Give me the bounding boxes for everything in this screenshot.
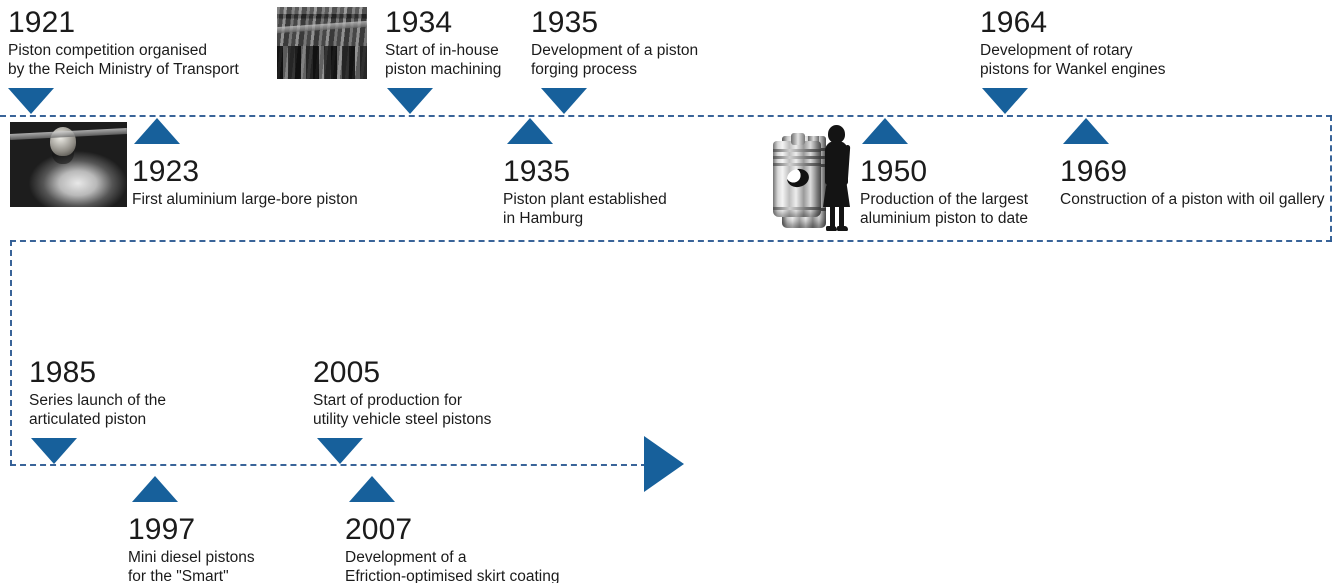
marker-triangle-up-1997 (132, 476, 178, 502)
piston-ring (773, 149, 821, 152)
event-description: Construction of a piston with oil galler… (1060, 191, 1325, 208)
timeline-end-arrowhead-icon (644, 436, 684, 492)
event-1923: 1923 First aluminium large-bore piston (132, 155, 392, 209)
event-1934: 1934 Start of in-house piston machining (385, 6, 530, 79)
event-1985: 1985 Series launch of the articulated pi… (29, 356, 204, 429)
marker-triangle-down-1921 (8, 88, 54, 114)
event-2007: 2007 Development of a Efriction-optimise… (345, 513, 605, 583)
event-description: Development of a piston forging process (531, 42, 699, 78)
event-description: First aluminium large-bore piston (132, 191, 358, 208)
marker-triangle-down-1964 (982, 88, 1028, 114)
marker-triangle-up-1950 (862, 118, 908, 144)
event-year: 1964 (980, 6, 1048, 39)
event-year: 2007 (345, 513, 413, 546)
factory-hall-photo (277, 7, 367, 79)
timeline-rail-band1-right-edge (1330, 115, 1332, 242)
event-description: Start of in-house piston machining (385, 42, 502, 78)
marker-triangle-up-1969 (1063, 118, 1109, 144)
event-1964: 1964 Development of rotary pistons for W… (980, 6, 1180, 79)
event-year: 1950 (860, 155, 928, 188)
event-year: 2005 (313, 356, 381, 389)
woman-silhouette (817, 123, 857, 233)
marker-triangle-down-1985 (31, 438, 77, 464)
event-description: Piston plant established in Hamburg (503, 191, 667, 227)
timeline-rail-band2-left-edge (10, 240, 12, 466)
event-year: 1921 (8, 6, 76, 39)
event-description: Piston competition organised by the Reic… (8, 42, 239, 78)
piston-ring (773, 163, 821, 166)
event-1950: 1950 Production of the largest aluminium… (860, 155, 1070, 228)
piston-crown (791, 133, 805, 145)
piston-ring (773, 207, 821, 210)
event-description: Series launch of the articulated piston (29, 392, 167, 428)
event-description: Development of rotary pistons for Wankel… (980, 42, 1166, 78)
marker-triangle-up-1935-hamburg (507, 118, 553, 144)
marker-triangle-up-2007 (349, 476, 395, 502)
event-description: Development of a Efriction-optimised ski… (345, 549, 560, 583)
event-1921: 1921 Piston competition organised by the… (8, 6, 273, 79)
lathe-worker-photo (10, 122, 127, 207)
event-description: Mini diesel pistons for the "Smart" (128, 549, 255, 583)
marker-triangle-up-1923 (134, 118, 180, 144)
large-piston-with-woman-illustration (773, 123, 865, 235)
timeline-rail-band2-bottom (10, 464, 647, 466)
event-1935-forging: 1935 Development of a piston forging pro… (531, 6, 721, 79)
event-year: 1985 (29, 356, 97, 389)
event-year: 1935 (531, 6, 599, 39)
timeline-rail-band1-top (0, 115, 1332, 117)
marker-triangle-down-1935-forging (541, 88, 587, 114)
marker-triangle-down-1934 (387, 88, 433, 114)
timeline-rail-band1-bottom (10, 240, 1332, 242)
event-1969: 1969 Construction of a piston with oil g… (1060, 155, 1340, 209)
piston-ring (773, 156, 821, 159)
marker-triangle-down-2005 (317, 438, 363, 464)
event-year: 1969 (1060, 155, 1128, 188)
event-1997: 1997 Mini diesel pistons for the "Smart" (128, 513, 308, 583)
event-1935-hamburg: 1935 Piston plant established in Hamburg (503, 155, 703, 228)
event-description: Production of the largest aluminium pist… (860, 191, 1029, 227)
event-description: Start of production for utility vehicle … (313, 392, 492, 428)
event-year: 1935 (503, 155, 571, 188)
event-2005: 2005 Start of production for utility veh… (313, 356, 503, 429)
event-year: 1923 (132, 155, 200, 188)
event-year: 1934 (385, 6, 453, 39)
event-year: 1997 (128, 513, 196, 546)
